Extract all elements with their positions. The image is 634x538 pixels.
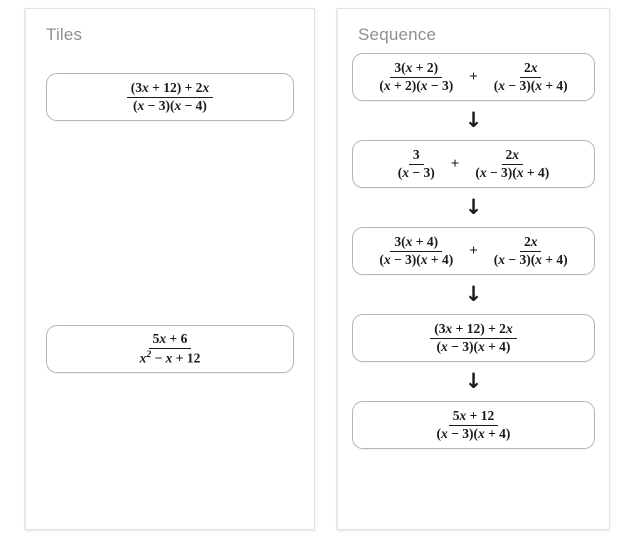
math-expression: (3x + 12) + 2x (x − 3)(x − 4) <box>126 80 214 114</box>
math-expression: 5x + 6 x2 − x + 12 <box>136 331 205 366</box>
fraction-numerator: (3x + 12) + 2x <box>430 321 517 339</box>
sequence-step[interactable]: 3(x + 2) (x + 2)(x − 3) + 2x (x − 3)(x +… <box>352 53 595 101</box>
fraction: 2x (x − 3)(x + 4) <box>471 147 553 181</box>
down-arrow-icon: ↓ <box>464 108 483 132</box>
fraction-denominator: (x − 3)(x − 4) <box>133 97 207 113</box>
sequence-panel: Sequence 3(x + 2) (x + 2)(x − 3) + 2x (x… <box>337 8 610 530</box>
fraction-numerator: 2x <box>501 147 523 165</box>
fraction-denominator: x2 − x + 12 <box>139 348 201 366</box>
fraction: 5x + 6 x2 − x + 12 <box>136 331 205 366</box>
fraction: (3x + 12) + 2x (x − 3)(x − 4) <box>126 80 214 114</box>
plus-operator: + <box>469 242 478 259</box>
math-expression: 5x + 12 (x − 3)(x + 4) <box>433 408 515 442</box>
fraction-denominator: (x − 3) <box>397 164 435 180</box>
math-expression: 3(x + 4) (x − 3)(x + 4) + 2x (x − 3)(x +… <box>375 234 571 268</box>
tiles-panel: Tiles (3x + 12) + 2x (x − 3)(x − 4) 5x +… <box>25 8 315 530</box>
fraction-numerator: 2x <box>519 60 542 78</box>
tiles-drop-area[interactable]: (3x + 12) + 2x (x − 3)(x − 4) 5x + 6 x2 … <box>38 51 302 529</box>
fraction: 3 (x − 3) <box>394 147 439 181</box>
plus-operator: + <box>450 155 460 172</box>
math-expression: 3 (x − 3) + 2x (x − 3)(x + 4) <box>394 147 553 181</box>
fraction-denominator: (x − 3)(x + 4) <box>475 164 550 180</box>
sequence-step[interactable]: (3x + 12) + 2x (x − 3)(x + 4) <box>352 314 595 362</box>
fraction-numerator: 5x + 6 <box>148 331 192 349</box>
tile-card[interactable]: (3x + 12) + 2x (x − 3)(x − 4) <box>46 73 294 121</box>
fraction: 5x + 12 (x − 3)(x + 4) <box>433 408 515 442</box>
fraction-denominator: (x − 3)(x + 4) <box>493 77 568 93</box>
math-expression: (3x + 12) + 2x (x − 3)(x + 4) <box>430 321 517 355</box>
down-arrow-icon: ↓ <box>464 282 483 306</box>
fraction-numerator: 3(x + 4) <box>390 234 443 252</box>
fraction-numerator: 3(x + 2) <box>390 60 443 78</box>
fraction-numerator: 3 <box>408 147 424 165</box>
fraction-denominator: (x − 3)(x + 4) <box>493 251 568 267</box>
fraction: (3x + 12) + 2x (x − 3)(x + 4) <box>430 321 517 355</box>
tiles-panel-title: Tiles <box>46 25 83 44</box>
fraction: 3(x + 2) (x + 2)(x − 3) <box>375 60 457 94</box>
sequence-step[interactable]: 3(x + 4) (x − 3)(x + 4) + 2x (x − 3)(x +… <box>352 227 595 275</box>
down-arrow-icon: ↓ <box>464 369 483 393</box>
tile-card[interactable]: 5x + 6 x2 − x + 12 <box>46 325 294 373</box>
fraction-denominator: (x + 2)(x − 3) <box>379 77 454 93</box>
fraction: 2x (x − 3)(x + 4) <box>490 234 572 268</box>
plus-operator: + <box>469 68 478 85</box>
fraction-denominator: (x − 3)(x + 4) <box>436 425 511 441</box>
fraction-denominator: (x − 3)(x + 4) <box>436 338 511 354</box>
sequence-panel-title: Sequence <box>358 25 437 44</box>
fraction-numerator: 5x + 12 <box>448 408 499 426</box>
sequence-list: 3(x + 2) (x + 2)(x − 3) + 2x (x − 3)(x +… <box>350 53 597 449</box>
fraction-numerator: (3x + 12) + 2x <box>126 80 214 98</box>
fraction: 2x (x − 3)(x + 4) <box>490 60 572 94</box>
down-arrow-icon: ↓ <box>464 195 483 219</box>
fraction: 3(x + 4) (x − 3)(x + 4) <box>375 234 457 268</box>
sequence-step[interactable]: 5x + 12 (x − 3)(x + 4) <box>352 401 595 449</box>
sequence-step[interactable]: 3 (x − 3) + 2x (x − 3)(x + 4) <box>352 140 595 188</box>
math-expression: 3(x + 2) (x + 2)(x − 3) + 2x (x − 3)(x +… <box>375 60 571 94</box>
fraction-denominator: (x − 3)(x + 4) <box>379 251 454 267</box>
fraction-numerator: 2x <box>519 234 542 252</box>
